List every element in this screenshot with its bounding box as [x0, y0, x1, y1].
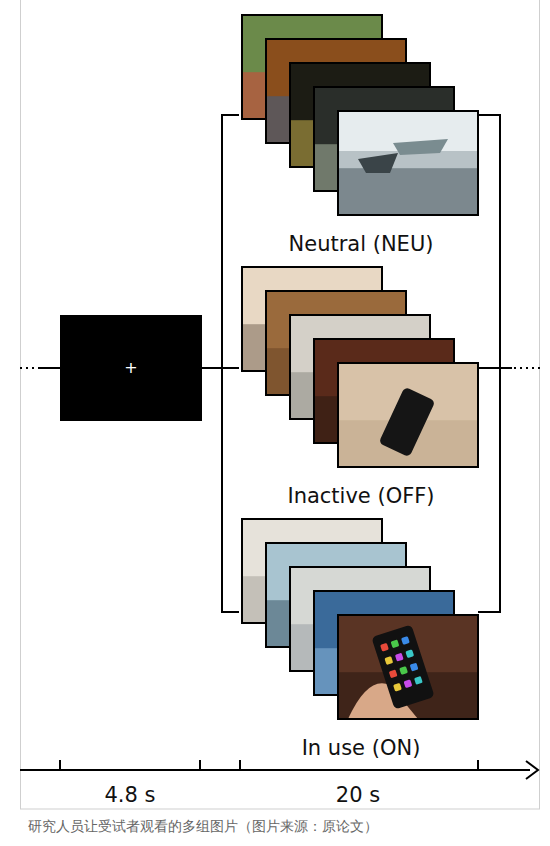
- figure-caption: 研究人员让受试者观看的多组图片（图片来源：原论文）: [28, 818, 378, 836]
- condition-label: Neutral (NEU): [237, 231, 485, 257]
- photo: [338, 363, 478, 467]
- photo: [338, 615, 478, 719]
- image-stack: In use (ON): [237, 517, 485, 765]
- duration-label: 20 s: [336, 783, 380, 807]
- phone: [378, 387, 435, 458]
- app-icon: [384, 656, 393, 665]
- duration-label: 4.8 s: [104, 783, 155, 807]
- photo-ground: [338, 615, 478, 719]
- branch-connector: [202, 115, 239, 368]
- axis-arrowhead: [526, 761, 538, 779]
- dotted-lead-out: [514, 367, 540, 369]
- photo-ground: [338, 363, 478, 467]
- photo: [338, 111, 478, 215]
- boat: [358, 153, 398, 173]
- merge-bracket: [478, 115, 512, 612]
- boat: [393, 139, 448, 155]
- app-icon: [399, 666, 408, 675]
- app-icon: [414, 676, 423, 685]
- photo-border: [338, 615, 478, 719]
- photo-ground: [338, 111, 478, 215]
- app-icon: [380, 643, 389, 652]
- app-icon: [393, 683, 402, 692]
- page-frame: [21, 0, 540, 809]
- fixation-screen: +: [60, 315, 202, 421]
- app-icon: [410, 663, 419, 672]
- photo-stack: [240, 13, 482, 223]
- app-icon: [405, 649, 414, 658]
- condition-label: Inactive (OFF): [237, 483, 485, 509]
- app-icon: [404, 679, 413, 688]
- photo-border: [338, 363, 478, 467]
- app-icon: [391, 639, 400, 648]
- image-stack: Inactive (OFF): [237, 265, 485, 513]
- photo-shade: [338, 168, 478, 215]
- branch-connector: [202, 368, 239, 612]
- photo-border: [338, 111, 478, 215]
- time-axis: [20, 769, 530, 771]
- app-icon: [389, 669, 398, 678]
- fixation-cross: +: [124, 360, 137, 376]
- photo-stack: [240, 265, 482, 475]
- photo-stack: [240, 517, 482, 727]
- phone: [371, 624, 434, 709]
- lead-in-line: [40, 367, 60, 369]
- app-icon: [395, 653, 404, 662]
- condition-label: In use (ON): [237, 735, 485, 761]
- axis-ticks: [60, 760, 478, 770]
- app-icon: [401, 636, 410, 645]
- image-stack: Neutral (NEU): [237, 13, 485, 261]
- dotted-lead-in: [20, 367, 40, 369]
